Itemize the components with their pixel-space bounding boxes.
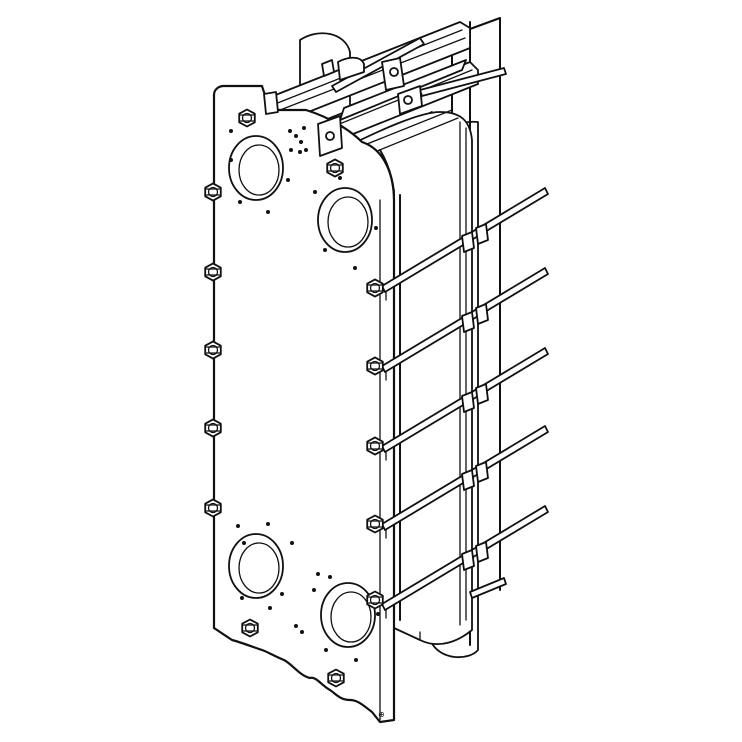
- tie-rod: [381, 347, 549, 461]
- bolt-nut: [366, 590, 384, 610]
- bolt-nut: [366, 356, 384, 376]
- bolt-nut: [204, 340, 222, 360]
- tie-rods: [381, 187, 549, 619]
- bolt-nut: [241, 618, 259, 638]
- bolt-nut: [366, 514, 384, 534]
- port-bottom-right: [320, 582, 376, 648]
- tightening-bolts: [204, 108, 384, 688]
- bolt-nut: [327, 668, 345, 688]
- tie-rod: [381, 187, 549, 301]
- bolt-nut: [204, 182, 222, 202]
- bolt-nut: [366, 278, 384, 298]
- port-top-left: [228, 135, 284, 201]
- bolt-nut: [238, 108, 256, 128]
- tie-rod: [469, 577, 507, 599]
- tie-rod: [381, 425, 549, 539]
- plate-mark: ⊕: [378, 710, 385, 719]
- port-top-right: [317, 187, 373, 253]
- bolt-nut: [366, 436, 384, 456]
- tie-rod: [381, 505, 549, 619]
- bolt-nut: [204, 262, 222, 282]
- bolt-nut: [204, 498, 222, 518]
- bolt-nut: [326, 158, 344, 178]
- bolt-nut: [204, 418, 222, 438]
- port-bottom-left: [228, 533, 284, 599]
- lifting-lugs: [263, 56, 423, 157]
- mounting-holes: [229, 126, 380, 662]
- tie-rod: [381, 267, 549, 381]
